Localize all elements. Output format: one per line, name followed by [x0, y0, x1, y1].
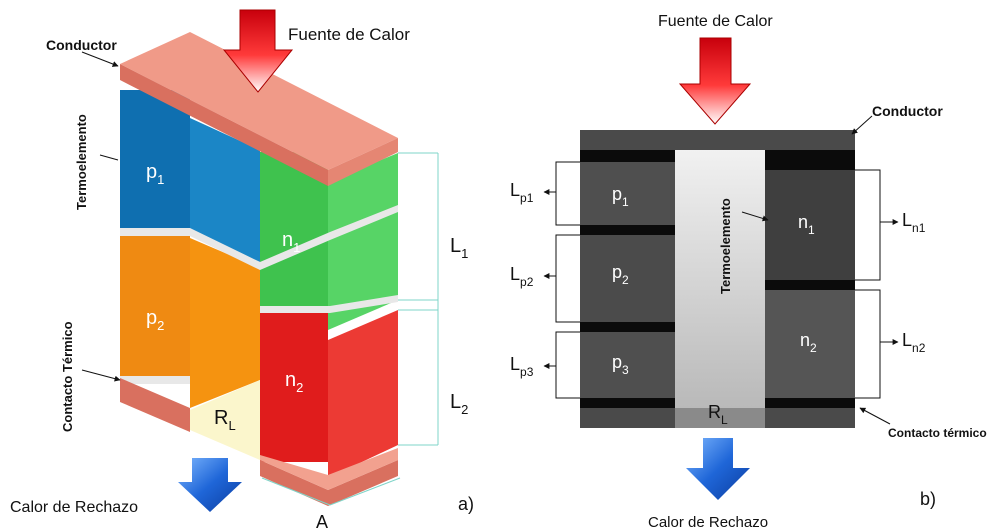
contact-bar [765, 280, 855, 290]
contact-bar [580, 398, 675, 408]
rl-block [190, 380, 260, 460]
contact-leader-b [859, 407, 891, 425]
n1-side [328, 153, 398, 330]
n2-label-b: n2 [800, 330, 817, 355]
lp2-label: Lp2 [510, 264, 534, 289]
n2-block [260, 312, 328, 462]
p2-side [190, 238, 260, 408]
conductor-bottom-right [260, 460, 398, 506]
contact-bar [580, 150, 675, 162]
n1-label-a: n1 [282, 229, 300, 255]
p2-label-b: p2 [612, 262, 629, 287]
heat-reject-label-a: Calor de Rechazo [10, 499, 138, 516]
conductor-label-b: Conductor [872, 103, 943, 119]
panel-b: Fuente de Calor Conductor Termoelemento … [510, 13, 987, 531]
brackets-left [555, 161, 580, 399]
p1-label-a: p1 [146, 161, 164, 187]
heat-source-arrow-b [678, 37, 752, 125]
p2-label-a: p2 [146, 307, 164, 333]
brackets-right [855, 169, 881, 399]
contact-bar [580, 225, 675, 235]
contact-bar [765, 398, 855, 408]
conductor-label-a: Conductor [46, 37, 117, 53]
contact-leader [81, 369, 121, 382]
p2-block [120, 236, 190, 378]
heat-reject-label-b: Calor de Rechazo [648, 514, 768, 531]
dimension-lines [261, 152, 439, 506]
conductor-leader-b [851, 115, 873, 135]
thermoelement-column-b [675, 150, 765, 408]
conductor-top-b [580, 130, 855, 150]
p3-block-b [580, 332, 675, 398]
conductor-bottom-right-top [260, 448, 398, 490]
panel-a: Conductor Fuente de Calor Termoelemento … [10, 9, 474, 532]
p1-label-b: p1 [612, 184, 629, 209]
n1-block-b [765, 170, 855, 280]
thermoelement-label-b: Termoelemento [718, 198, 733, 294]
thermoelement-label-a: Termoelemento [74, 114, 89, 210]
lp3-label: Lp3 [510, 354, 534, 379]
contact-stripe [120, 376, 190, 384]
contact-bar [765, 150, 855, 170]
rl-label-b: RL [708, 402, 728, 427]
p1-block [120, 90, 190, 230]
n2-block-b [765, 290, 855, 398]
conductor-top [120, 32, 398, 170]
p1-side [190, 118, 260, 262]
n1-label-b: n1 [798, 212, 815, 237]
conductor-leader [81, 51, 119, 67]
panel-b-label: b) [920, 489, 936, 509]
lp1-label: Lp1 [510, 180, 534, 205]
heat-source-arrow [222, 9, 294, 93]
rl-block-b [675, 408, 765, 428]
conductor-top-front [120, 64, 328, 186]
conductor-bottom-left [120, 378, 190, 432]
heat-reject-arrow-b [686, 438, 750, 500]
p1-block-b [580, 162, 675, 225]
l2-label: L2 [450, 391, 468, 417]
p3-label-b: p3 [612, 352, 629, 377]
thermoelement-leader [99, 154, 119, 161]
thermal-contact-label-a: Contacto Térmico [60, 321, 75, 432]
heat-source-label-b: Fuente de Calor [658, 13, 773, 30]
contact-bar [580, 322, 675, 332]
rl-label-a: RL [214, 407, 236, 433]
area-label: A [316, 512, 328, 532]
ln2-label: Ln2 [902, 330, 926, 355]
panel-a-label: a) [458, 494, 474, 514]
heat-source-label-a: Fuente de Calor [288, 25, 410, 44]
conductor-top-side [328, 138, 398, 186]
thermal-contact-label-b: Contacto térmico [888, 426, 987, 440]
heat-reject-arrow [178, 458, 242, 512]
thermoelement-leader-b [741, 211, 769, 222]
ln1-label: Ln1 [902, 210, 926, 235]
n2-side [328, 310, 398, 478]
n2-label-a: n2 [285, 369, 303, 395]
p2-block-b [580, 235, 675, 322]
contact-stripe [260, 295, 398, 313]
l1-label: L1 [450, 235, 468, 261]
